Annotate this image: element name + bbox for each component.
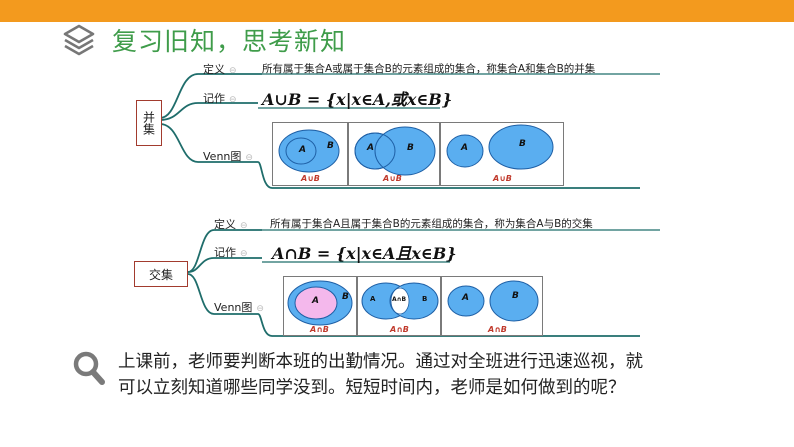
- union-def-label: 定义⊖: [203, 63, 237, 76]
- union-venn-subset: A B A∪B: [272, 122, 348, 186]
- intersection-def-label: 定义⊖: [214, 218, 248, 231]
- union-venn-label: Venn图⊖: [203, 150, 253, 163]
- search-icon: [73, 351, 105, 385]
- intersection-venn-disjoint: A B A∩B: [441, 276, 543, 336]
- question-line-2: 可以立刻知道哪些同学没到。短短时间内，老师是如何做到的呢？: [118, 378, 626, 398]
- intersection-venn-overlap: A A∩B B A∩B: [357, 276, 441, 336]
- union-formula: A∪B = {x|x∈A,或x∈B}: [262, 90, 453, 109]
- top-bar: [0, 0, 794, 22]
- intersection-venn-label: Venn图⊖: [214, 301, 264, 314]
- union-venn-overlap: A B A∪B: [348, 122, 440, 186]
- intersection-node[interactable]: 交集: [134, 261, 188, 287]
- union-definition: 所有属于集合A或属于集合B的元素组成的集合，称集合A和集合B的并集: [262, 63, 596, 75]
- intersection-notation-label: 记作⊖: [214, 246, 248, 259]
- intersection-formula: A∩B = {x|x∈A且x∈B}: [272, 244, 457, 263]
- intersection-venn-subset: A B A∩B: [283, 276, 357, 336]
- page-title: 复习旧知，思考新知: [112, 27, 347, 56]
- union-node[interactable]: 并集: [136, 100, 162, 146]
- intersection-definition: 所有属于集合A且属于集合B的元素组成的集合，称为集合A与B的交集: [270, 218, 593, 230]
- union-notation-label: 记作⊖: [203, 92, 237, 105]
- union-venn-disjoint: A B A∪B: [440, 122, 564, 186]
- question-line-1: 上课前，老师要判断本班的出勤情况。通过对全班进行迅速巡视，就: [118, 352, 643, 372]
- layers-icon: [63, 24, 95, 56]
